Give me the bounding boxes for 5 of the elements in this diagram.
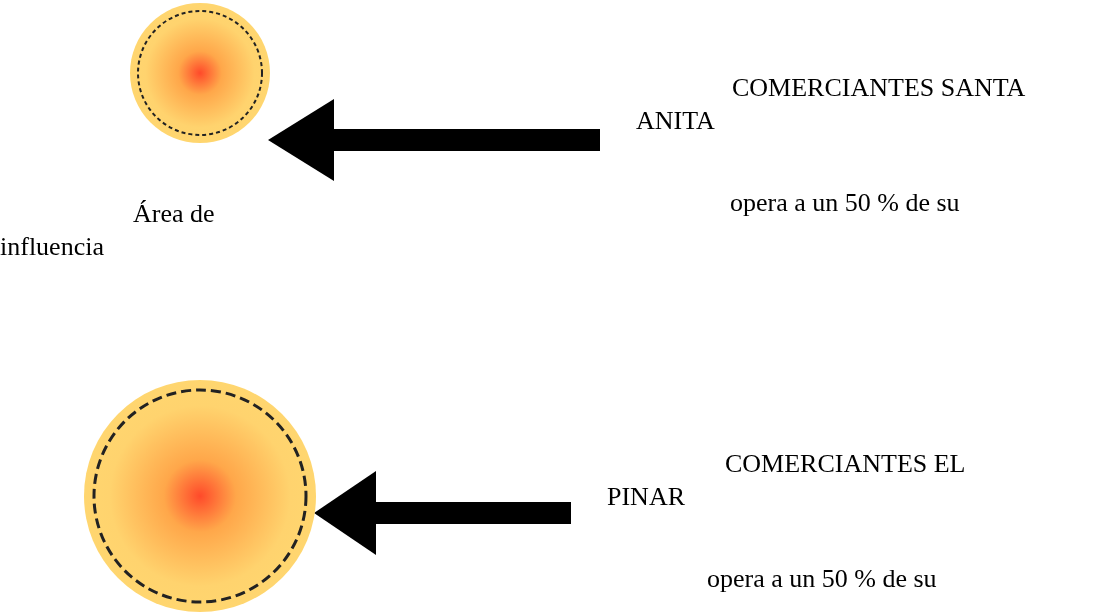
merchant-heading: COMERCIANTES EL PINAR <box>607 448 966 513</box>
capacity-note: opera a un 50 % de su <box>707 563 938 595</box>
capacity-note: opera a un 50 % de su <box>730 187 961 219</box>
merchant-heading: COMERCIANTES SANTA ANITA <box>636 72 1026 137</box>
circle-caption: Área de influencia <box>0 198 216 263</box>
